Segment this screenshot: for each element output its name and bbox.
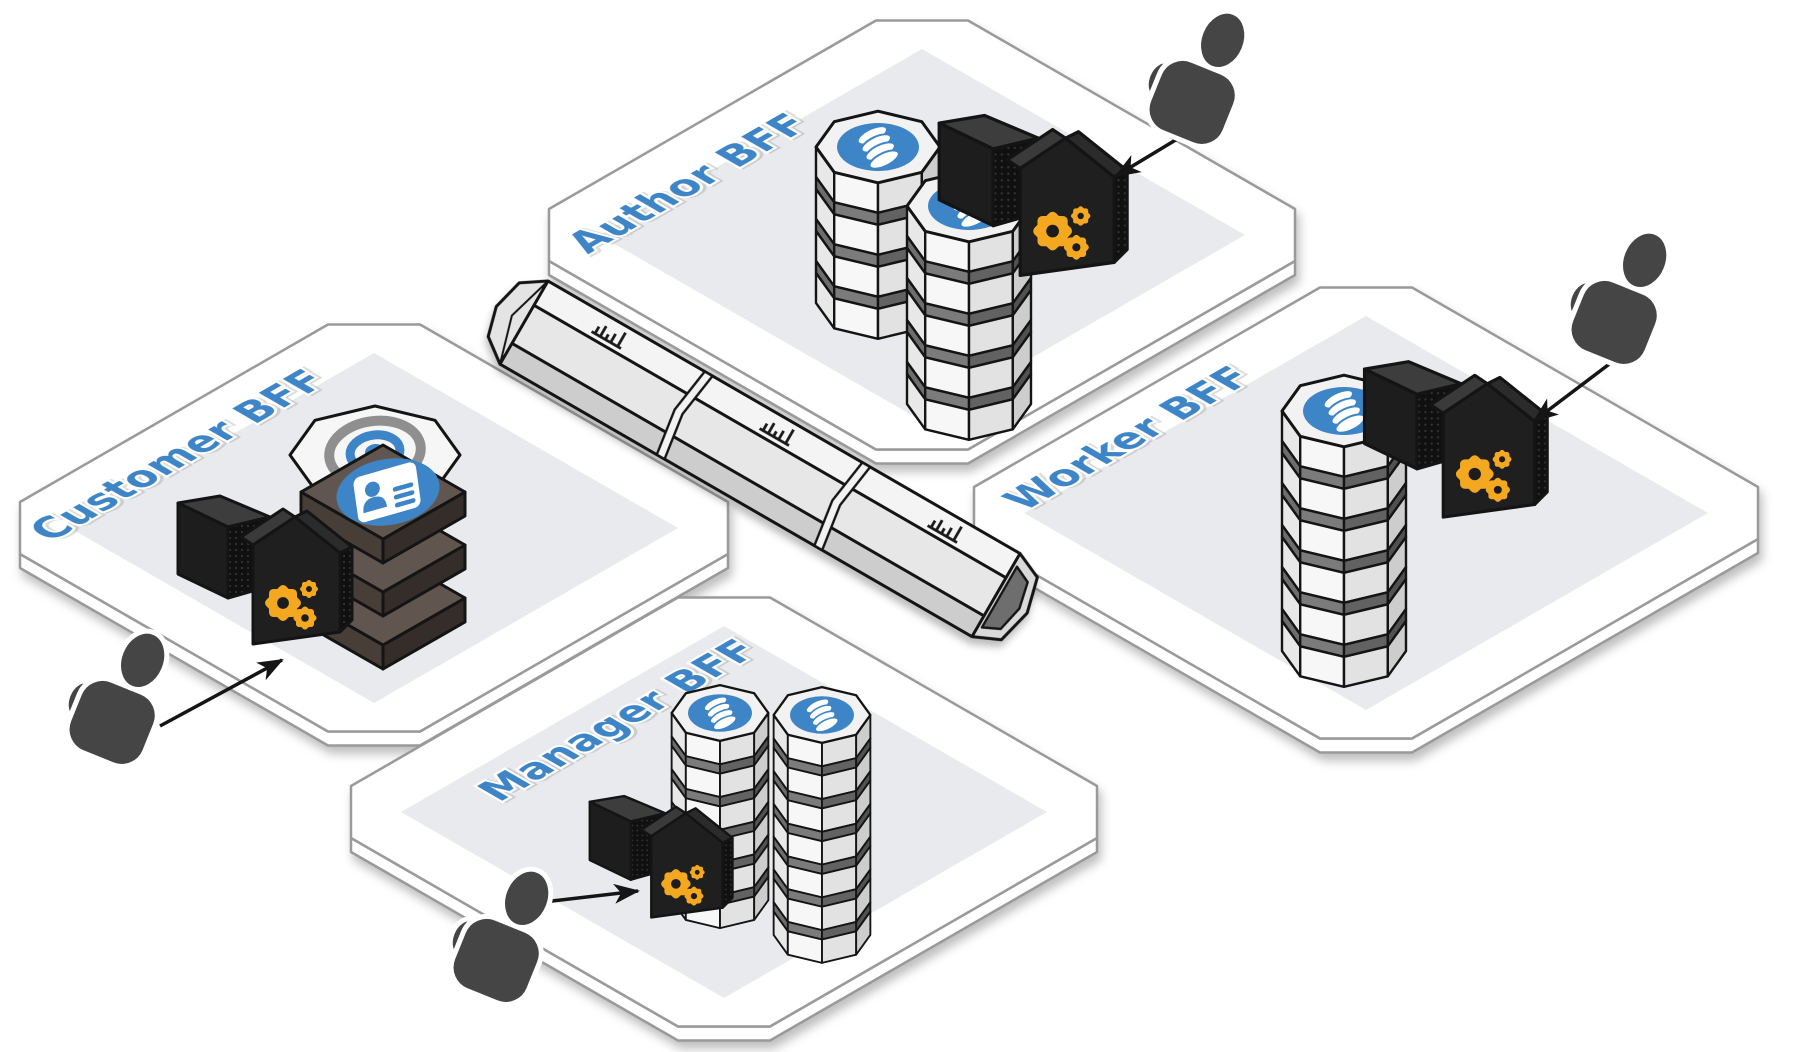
contact-card-icon: [336, 458, 440, 526]
message-bus-pipe: [486, 279, 1039, 642]
contact-card-stack: [299, 443, 467, 671]
customer-bff-content: [178, 404, 467, 671]
arrow-worker: [1532, 360, 1614, 423]
pipe-tip: [486, 279, 550, 366]
arrow-customer: [159, 658, 284, 728]
pipe-joint: [655, 370, 714, 461]
user-worker: [1552, 212, 1689, 374]
pipe-joint: [813, 461, 872, 552]
